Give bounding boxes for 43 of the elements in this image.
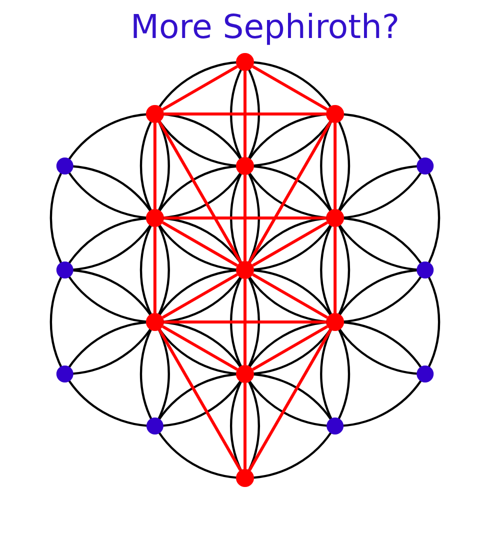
connector-line xyxy=(244,279,246,365)
connector-line xyxy=(244,71,246,157)
connector-line xyxy=(158,121,242,263)
node-dot xyxy=(416,262,434,278)
connector-line xyxy=(248,329,332,471)
node-dot xyxy=(326,105,344,123)
node-dot xyxy=(416,366,434,382)
connector-line xyxy=(162,325,238,371)
connector-line xyxy=(252,325,328,371)
connector-line xyxy=(334,227,337,313)
connector-line xyxy=(158,329,242,471)
connector-line xyxy=(334,123,337,209)
connector-line xyxy=(153,227,156,313)
connector-line xyxy=(252,221,328,267)
connector-line xyxy=(164,320,326,324)
node-dot xyxy=(146,313,164,331)
node-dot xyxy=(416,158,434,174)
node-dot xyxy=(326,418,344,434)
node-dot xyxy=(236,157,254,175)
connector-line xyxy=(244,383,246,469)
connector-line xyxy=(248,121,332,263)
connector-line xyxy=(162,221,238,267)
title: More Sephiroth? xyxy=(130,8,400,46)
node-dot xyxy=(236,365,254,383)
node-dot xyxy=(146,209,164,227)
node-dot xyxy=(146,105,164,123)
connector-line xyxy=(162,273,238,319)
connector-line xyxy=(153,123,156,209)
node-dot xyxy=(236,53,254,71)
node-dot xyxy=(146,418,164,434)
node-dot xyxy=(236,261,254,279)
node-dot xyxy=(236,469,254,487)
connector-line xyxy=(164,112,326,116)
connector-line xyxy=(252,273,328,319)
connector-line xyxy=(244,175,246,261)
connector-line xyxy=(162,65,238,111)
node-dot xyxy=(56,158,74,174)
node-dot xyxy=(326,209,344,227)
connector-line xyxy=(164,216,326,220)
node-dot xyxy=(56,366,74,382)
connector-line xyxy=(252,65,328,111)
node-dot xyxy=(326,313,344,331)
node-dot xyxy=(56,262,74,278)
